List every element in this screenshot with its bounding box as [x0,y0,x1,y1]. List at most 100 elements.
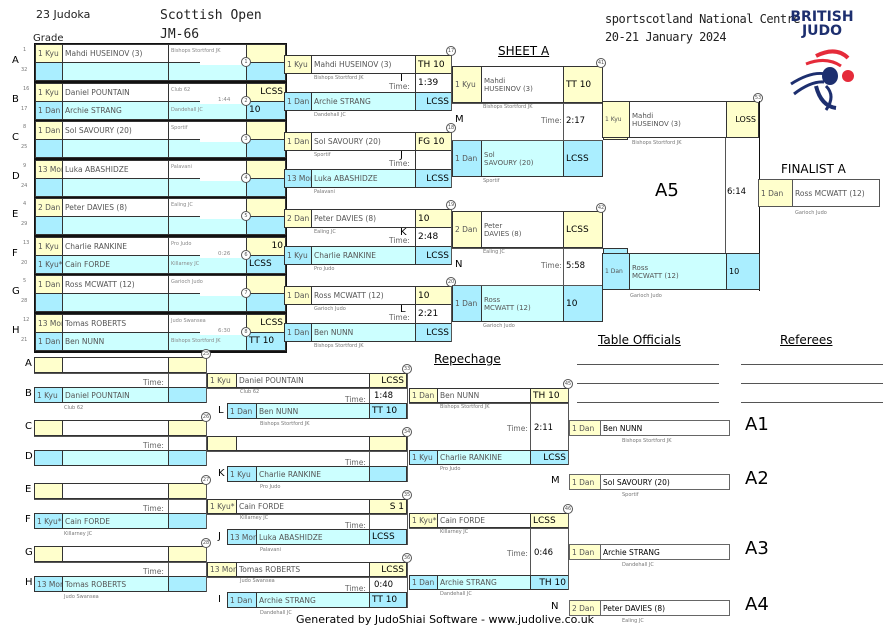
competitor-name[interactable] [62,177,169,197]
match-number: 4 [241,172,251,183]
competitor-name[interactable]: Cain FORDE [62,254,169,274]
competitor-name[interactable]: Daniel POUNTAIN [62,82,169,102]
club-label: Killarney JC [440,529,469,535]
referee-line [741,383,883,384]
bracket-line [407,373,408,419]
club-label: Garioch Judo [630,293,662,299]
competitor-name[interactable] [62,357,169,373]
competitor-name[interactable]: Daniel POUNTAIN [236,373,370,388]
competitor-name[interactable]: Tomas ROBERTS [236,562,370,577]
official-line [577,364,719,365]
competitor-name[interactable]: Ben NUNN [62,331,169,351]
competitor-name[interactable]: Mahdi HUSEINOV (3) [62,44,169,63]
competitor-name[interactable] [236,436,370,451]
name-last: MCWATT (12) [632,271,679,280]
club-label: Pro Judo [314,266,335,272]
competitor-name[interactable]: Charlie RANKINE [256,466,370,482]
pool-pos: 12 [23,316,30,323]
pool-letter: E [12,209,19,220]
competitor-name[interactable]: Charlie RANKINE [62,236,169,256]
bracket-line [34,436,207,437]
competitor-name[interactable] [62,450,169,466]
competitor-name[interactable]: Cain FORDE [62,513,169,529]
pool-letter: G [25,547,33,558]
competitor-name[interactable]: Sol SAVOURY (20) [62,121,169,140]
competitor-name[interactable] [62,546,169,562]
competitor-name[interactable] [62,62,169,81]
finalist-name[interactable]: Ross MCWATT (12) [792,179,880,207]
match-number: 45 [563,379,573,389]
bracket-line [407,499,408,545]
divider-gap [200,177,246,181]
competitor-name[interactable]: Luka ABASHIDZE [62,159,169,179]
competitor-name[interactable]: Luka ABASHIDZE [256,529,370,545]
pool-pos: 24 [21,182,28,189]
score-cell: LCSS [563,140,603,177]
pool-pos: 4 [23,201,27,207]
competitor-name[interactable]: Charlie RANKINE [437,450,531,465]
competitor-name[interactable]: Mahdi HUSEINOV (3) [311,55,416,74]
score-cell [369,466,407,482]
competitor-name[interactable]: Daniel POUNTAIN [62,387,169,403]
score-cell: LCSS [369,529,407,545]
competitor-name[interactable]: Cain FORDE [236,499,370,514]
club-cell: Bishops Stortford JK [168,44,247,63]
competitor-name[interactable] [62,483,169,499]
grade-cell: 2 Dan [452,211,482,248]
time-label: Time: [507,424,528,433]
competitor-name[interactable]: Ross MCWATT (12) [311,286,416,305]
competitor-name[interactable]: Ben NUNN [256,403,370,419]
placement-label: A3 [745,538,769,559]
competitor-name[interactable]: Ross MCWATT (12) [62,275,169,294]
placement-label: A4 [745,594,769,615]
competitor-name[interactable]: Peter DAVIES (8) [62,198,169,217]
club-label: Bishops Stortford JK [632,140,682,146]
match-letter: N [455,259,463,270]
pool-separator [34,119,287,122]
competitor-name[interactable] [62,293,169,312]
score-cell: LCSS [530,513,569,528]
competitor-name[interactable]: Archie STRANG [437,575,531,590]
match-number: 41 [596,58,606,68]
competitor-name[interactable]: Sol SAVOURY (20) [311,132,416,151]
bracket-line [452,140,603,141]
grade-cell: 1 Dan [284,92,312,111]
result-name[interactable]: Sol SAVOURY (20) [600,474,730,490]
competitor-name[interactable] [62,139,169,158]
bracket-line [206,546,207,592]
time-label: Time: [389,313,410,322]
bracket-line [530,403,531,450]
competitor-name[interactable]: Ben NUNN [437,388,531,403]
competitor-name[interactable]: Archie STRANG [256,592,370,608]
result-name[interactable]: Ben NUNN [600,420,730,436]
official-line [577,383,719,384]
competitor-name[interactable]: Luka ABASHIDZE [311,169,416,188]
competitor-name[interactable]: Cain FORDE [437,513,531,528]
competitor-name[interactable]: Tomas ROBERTS [62,576,169,592]
grade-cell: 1 Dan [227,592,257,608]
grade-cell: 13 Mon [227,529,257,545]
grade-cell: 1 Dan [284,132,312,151]
grade-cell: 1 Kyu* [34,513,63,529]
competitor-name[interactable]: Archie STRANG [62,100,169,120]
competitor-name[interactable]: Peter DAVIES (8) [311,209,416,228]
match-number: 27 [201,475,211,485]
match-letter: I [218,594,221,605]
placement-label: A2 [745,468,769,489]
club-label: Garioch Judo [314,306,346,312]
competitor-name[interactable]: Charlie RANKINE [311,246,416,265]
competitor-name[interactable]: Archie STRANG [311,92,416,111]
competitor-name[interactable]: Tomas ROBERTS [62,313,169,333]
finalist-title: FINALIST A [781,162,846,176]
result-name[interactable]: Peter DAVIES (8) [600,600,730,616]
competitor-name[interactable] [62,420,169,436]
result-name[interactable]: Archie STRANG [600,544,730,560]
competitor-name[interactable]: Ben NUNN [311,323,416,342]
competitor-name[interactable] [62,216,169,235]
